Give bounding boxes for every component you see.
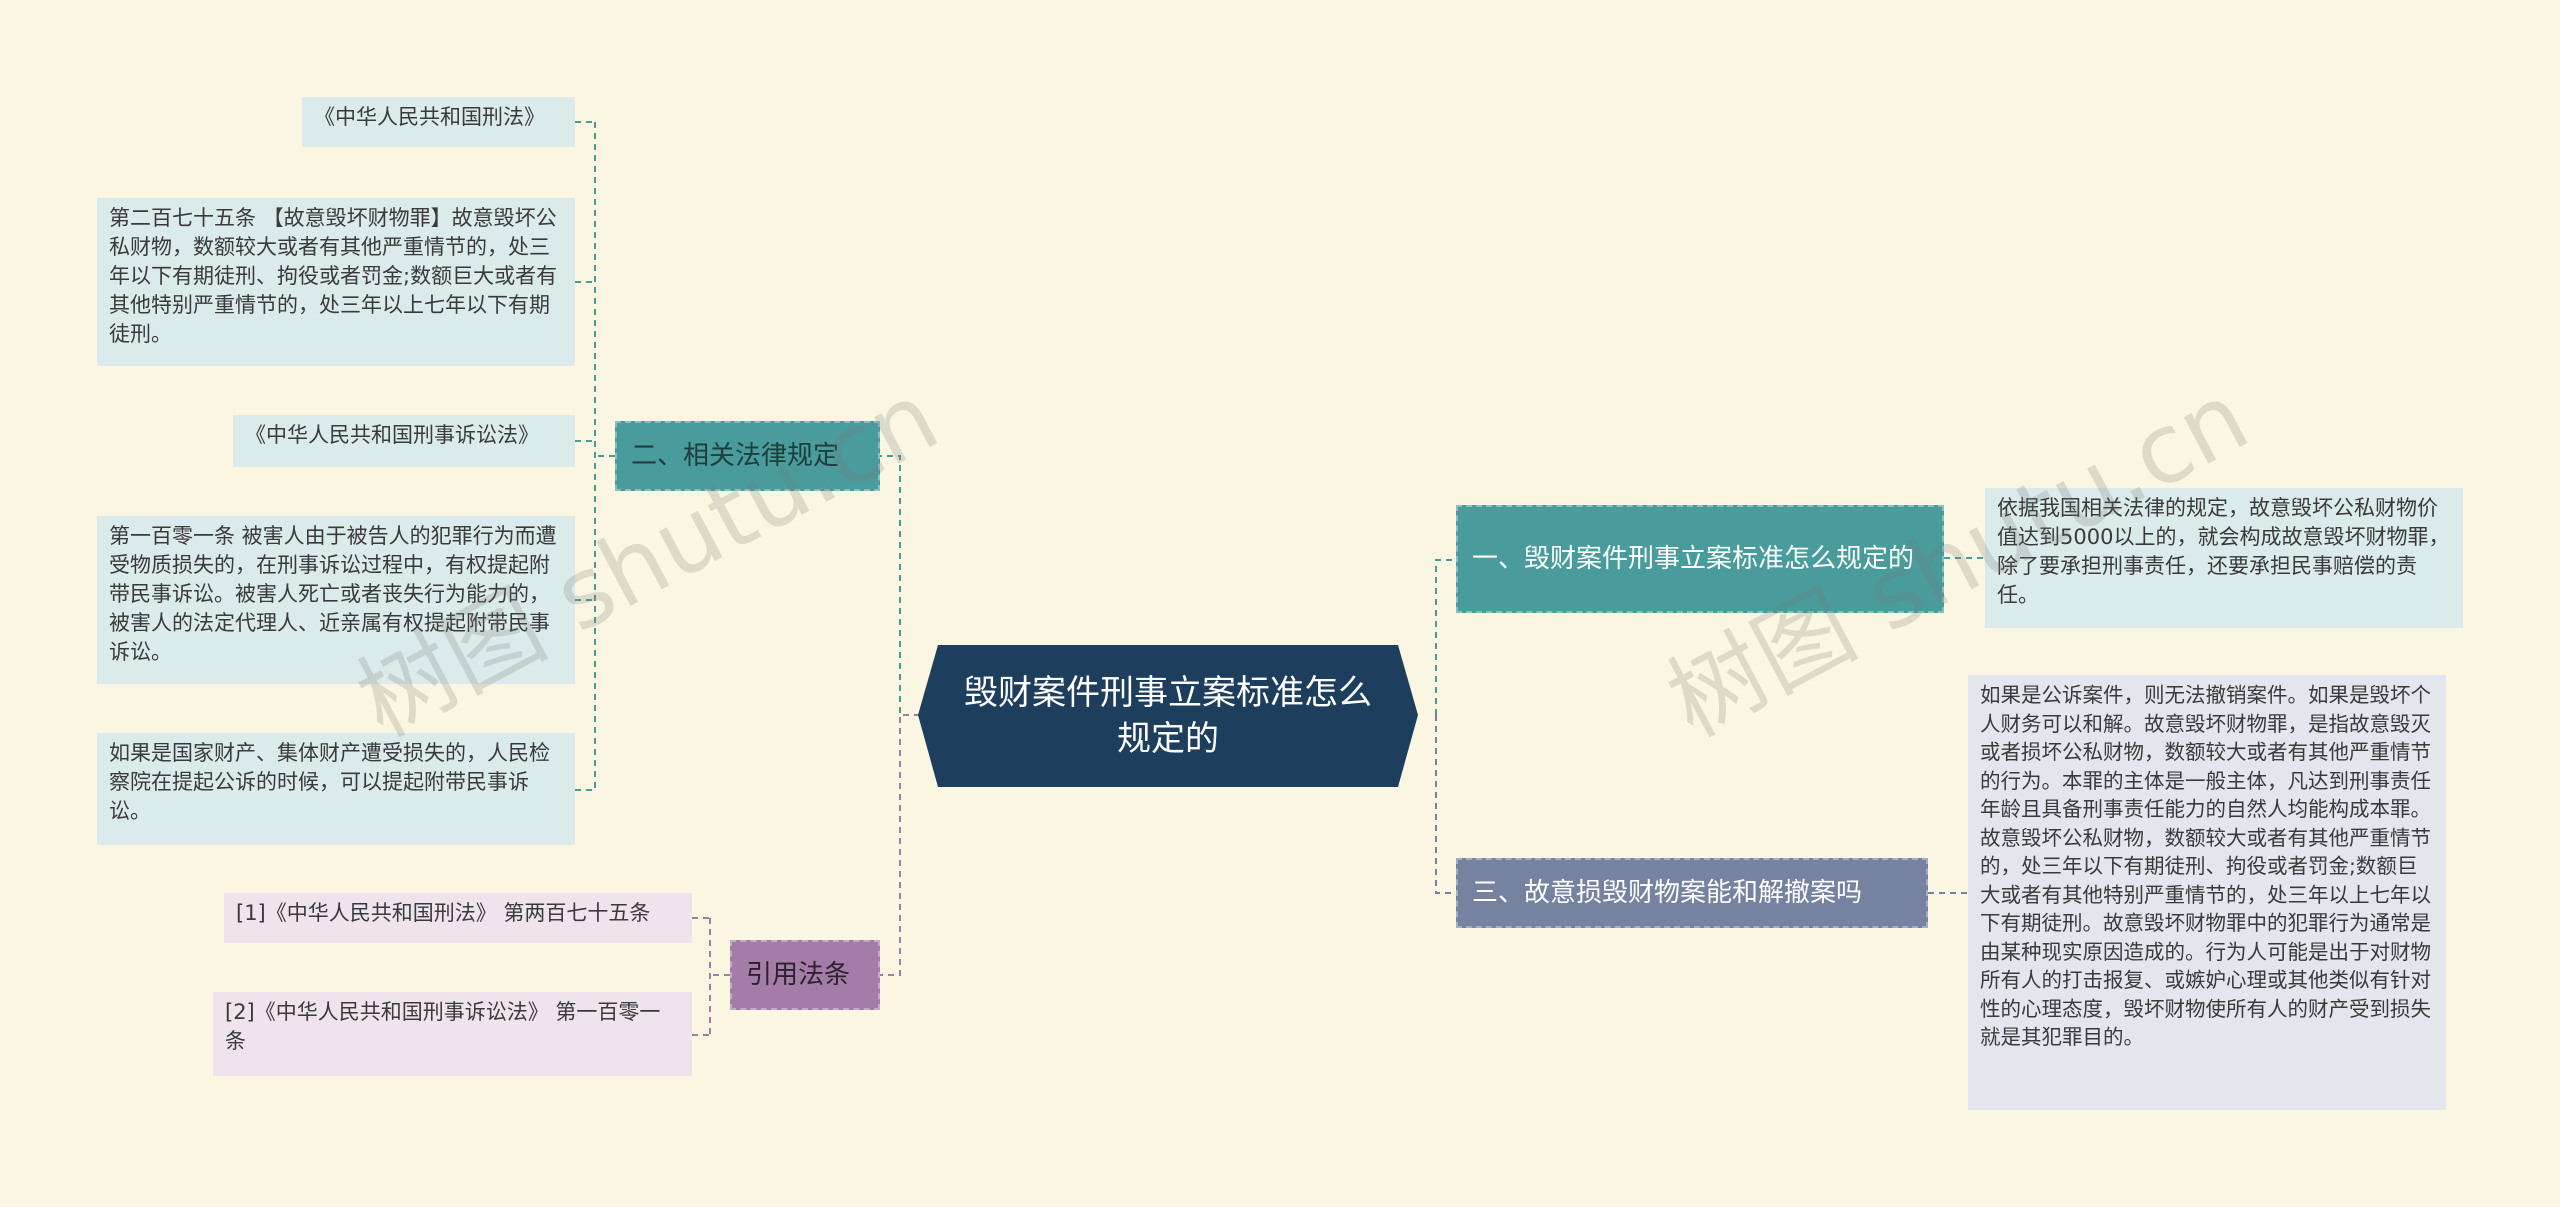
branch-citations-label: 引用法条 [746,960,851,990]
link-center-b2 [880,455,920,716]
leaf-standard-detail: 依据我国相关法律的规定，故意毁坏公私财物价值达到5000以上的，就会构成故意毁坏… [1985,488,2463,628]
citation-procedure-law-text: [2]《中华人民共和国刑事诉讼法》 第一百零一条 [225,1000,661,1053]
citation-criminal-law: [1]《中华人民共和国刑法》 第两百七十五条 [224,893,692,943]
central-topic[interactable]: 毁财案件刑事立案标准怎么规定的 [918,645,1418,787]
leaf-settlement-detail-text: 如果是公诉案件，则无法撤销案件。如果是毁坏个人财务可以和解。故意毁坏财物罪，是指… [1980,683,2431,1049]
branch-standard[interactable]: 一、毁财案件刑事立案标准怎么规定的 [1456,505,1944,613]
leaf-article-101: 第一百零一条 被害人由于被告人的犯罪行为而遭受物质损失的，在刑事诉讼过程中，有权… [97,516,575,684]
link-center-b4 [880,714,920,976]
leaf-criminal-law-title-text: 《中华人民共和国刑法》 [314,105,545,129]
citation-procedure-law: [2]《中华人民共和国刑事诉讼法》 第一百零一条 [213,992,692,1076]
leaf-article-275: 第二百七十五条 【故意毁坏财物罪】故意毁坏公私财物，数额较大或者有其他严重情节的… [97,198,575,366]
link-center-b3 [1435,715,1456,894]
citation-criminal-law-text: [1]《中华人民共和国刑法》 第两百七十五条 [236,901,651,925]
leaf-standard-detail-text: 依据我国相关法律的规定，故意毁坏公私财物价值达到5000以上的，就会构成故意毁坏… [1997,496,2450,607]
link-center-b1 [1435,559,1456,715]
branch-settlement-label: 三、故意损毁财物案能和解撤案吗 [1472,878,1863,908]
central-topic-title: 毁财案件刑事立案标准怎么规定的 [964,673,1372,759]
leaf-procedure-law-title-text: 《中华人民共和国刑事诉讼法》 [245,423,539,447]
link-b2-leaves [575,121,615,791]
center-hexagon [918,645,1418,787]
leaf-criminal-law-title: 《中华人民共和国刑法》 [302,97,575,147]
branch-citations[interactable]: 引用法条 [730,940,880,1010]
branch-settlement[interactable]: 三、故意损毁财物案能和解撤案吗 [1456,858,1928,928]
leaf-settlement-detail: 如果是公诉案件，则无法撤销案件。如果是毁坏个人财务可以和解。故意毁坏财物罪，是指… [1968,675,2446,1110]
leaf-state-property-text: 如果是国家财产、集体财产遭受损失的，人民检察院在提起公诉的时候，可以提起附带民事… [109,741,550,823]
leaf-article-101-text: 第一百零一条 被害人由于被告人的犯罪行为而遭受物质损失的，在刑事诉讼过程中，有权… [109,524,557,664]
leaf-article-275-text: 第二百七十五条 【故意毁坏财物罪】故意毁坏公私财物，数额较大或者有其他严重情节的… [109,206,558,346]
leaf-state-property: 如果是国家财产、集体财产遭受损失的，人民检察院在提起公诉的时候，可以提起附带民事… [97,733,575,845]
link-b4-leaves [692,917,730,1036]
branch-laws-label: 二、相关法律规定 [631,441,840,471]
leaf-procedure-law-title: 《中华人民共和国刑事诉讼法》 [233,415,575,467]
branch-standard-label: 一、毁财案件刑事立案标准怎么规定的 [1472,544,1915,574]
branch-laws[interactable]: 二、相关法律规定 [615,421,880,491]
